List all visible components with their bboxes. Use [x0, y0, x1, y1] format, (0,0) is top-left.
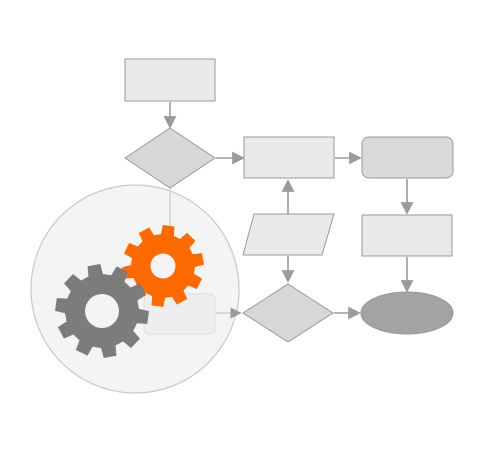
gray-gear-icon — [55, 264, 149, 358]
input-output-parallelogram — [242, 213, 335, 256]
start-process-box — [124, 58, 216, 102]
flowchart-shapes — [124, 58, 454, 343]
gears — [55, 225, 204, 358]
connectors — [163, 102, 414, 320]
decision-diamond-top — [124, 127, 216, 189]
orange-gear-icon — [122, 225, 204, 307]
rounded-process-box — [361, 136, 454, 179]
terminal-ellipse — [360, 291, 454, 335]
orange-gear-hole — [150, 253, 176, 279]
gray-gear-hole — [85, 294, 119, 328]
process-box-middle — [243, 136, 335, 179]
decision-diamond-bottom — [242, 283, 334, 343]
process-box-right — [361, 214, 453, 257]
